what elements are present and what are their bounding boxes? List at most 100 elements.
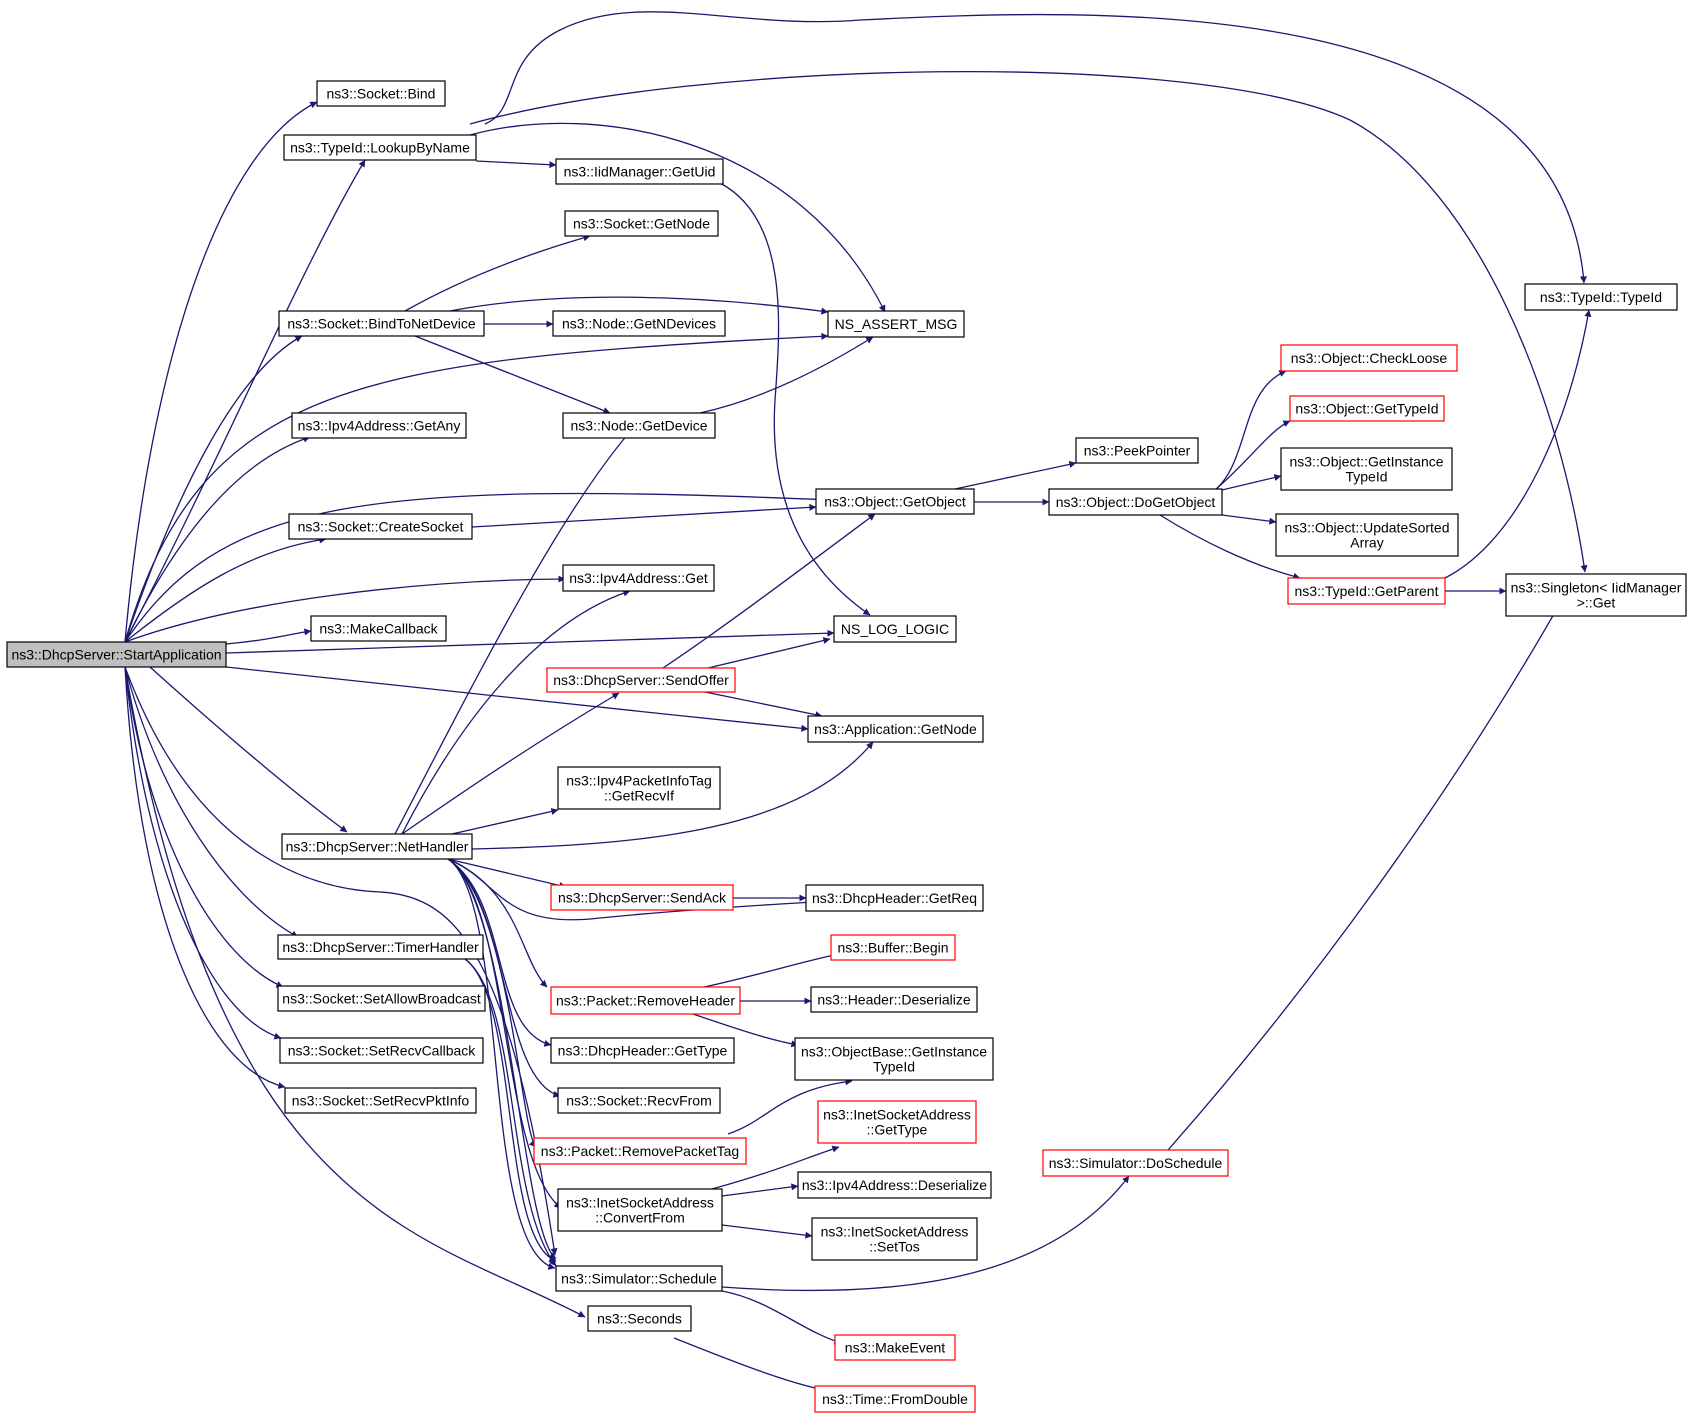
node-box xyxy=(1048,488,1223,516)
node-box xyxy=(1289,395,1445,422)
node-label: ns3::TypeId::LookupByName xyxy=(290,140,470,156)
node-removepackettag[interactable]: ns3::Packet::RemovePacketTag xyxy=(533,1137,747,1165)
node-box xyxy=(1275,513,1459,557)
node-getany[interactable]: ns3::Ipv4Address::GetAny xyxy=(291,412,467,439)
edge xyxy=(414,335,611,414)
node-makecallback[interactable]: ns3::MakeCallback xyxy=(310,615,447,642)
edge xyxy=(124,666,558,1256)
node-label: ns3::Application::GetNode xyxy=(814,721,977,737)
node-settos[interactable]: ns3::InetSocketAddress::SetTos xyxy=(811,1217,978,1261)
node-gettype[interactable]: ns3::DhcpHeader::GetType xyxy=(550,1037,735,1064)
edge xyxy=(469,122,886,313)
node-schedule[interactable]: ns3::Simulator::Schedule xyxy=(555,1265,723,1292)
node-sendack[interactable]: ns3::DhcpServer::SendAck xyxy=(550,884,734,911)
node-box xyxy=(310,615,447,642)
node-singleton[interactable]: ns3::Singleton< IidManager >::Get xyxy=(1505,573,1687,617)
node-getndevices[interactable]: ns3::Node::GetNDevices xyxy=(552,310,726,337)
node-inetgettype[interactable]: ns3::InetSocketAddress::GetType xyxy=(817,1100,977,1144)
node-label: ns3::Socket::Bind xyxy=(327,86,436,102)
node-peekpointer[interactable]: ns3::PeekPointer xyxy=(1075,437,1199,464)
node-getrecvif[interactable]: ns3::Ipv4PacketInfoTag::GetRecvIf xyxy=(557,766,721,810)
node-lookup[interactable]: ns3::TypeId::LookupByName xyxy=(283,134,477,161)
node-label: ns3::InetSocketAddress xyxy=(566,1195,714,1211)
node-sendoffer[interactable]: ns3::DhcpServer::SendOffer xyxy=(546,667,736,693)
node-box xyxy=(833,615,957,643)
edge xyxy=(447,858,548,988)
node-label: ns3::Singleton< IidManager xyxy=(1511,580,1682,596)
node-appgetnode[interactable]: ns3::Application::GetNode xyxy=(807,715,984,743)
node-ipv4get[interactable]: ns3::Ipv4Address::Get xyxy=(562,564,715,592)
node-box xyxy=(555,158,724,185)
edge xyxy=(721,1175,1130,1292)
node-root[interactable]: ns3::DhcpServer::StartApplication xyxy=(6,641,227,668)
node-gettypeid[interactable]: ns3::Object::GetTypeId xyxy=(1289,395,1445,422)
node-ipv4deser[interactable]: ns3::Ipv4Address::Deserialize xyxy=(797,1171,992,1199)
node-box xyxy=(550,884,734,911)
node-assert[interactable]: NS_ASSERT_MSG xyxy=(827,310,965,338)
node-seconds[interactable]: ns3::Seconds xyxy=(587,1305,692,1332)
node-recvfrom[interactable]: ns3::Socket::RecvFrom xyxy=(557,1087,721,1114)
node-getuid[interactable]: ns3::IidManager::GetUid xyxy=(555,158,724,185)
node-label: ns3::Time::FromDouble xyxy=(822,1391,968,1407)
edge xyxy=(1221,514,1277,525)
node-getdevice[interactable]: ns3::Node::GetDevice xyxy=(562,412,716,439)
node-removeheader[interactable]: ns3::Packet::RemoveHeader xyxy=(550,986,741,1015)
node-label: ns3::Ipv4Address::GetAny xyxy=(298,418,461,434)
node-timerhandler[interactable]: ns3::DhcpServer::TimerHandler xyxy=(277,934,484,960)
node-bindtonet[interactable]: ns3::Socket::BindToNetDevice xyxy=(278,310,485,337)
node-makeevent[interactable]: ns3::MakeEvent xyxy=(834,1334,956,1361)
edge xyxy=(699,336,874,414)
node-box xyxy=(279,1037,484,1064)
node-fromdouble[interactable]: ns3::Time::FromDouble xyxy=(814,1385,976,1413)
node-label: ns3::DhcpServer::SendAck xyxy=(558,890,727,906)
node-box xyxy=(546,667,736,693)
node-bufferbegin[interactable]: ns3::Buffer::Begin xyxy=(830,934,956,961)
node-label: ns3::Object::CheckLoose xyxy=(1291,350,1448,366)
node-label: ns3::ObjectBase::GetInstance xyxy=(801,1044,987,1060)
edge xyxy=(1444,309,1592,579)
node-box xyxy=(278,310,485,337)
node-createsocket[interactable]: ns3::Socket::CreateSocket xyxy=(288,513,473,540)
edge xyxy=(447,858,556,1270)
node-typeid[interactable]: ns3::TypeId::TypeId xyxy=(1524,283,1678,311)
node-setrecvcallback[interactable]: ns3::Socket::SetRecvCallback xyxy=(279,1037,484,1064)
node-label: ns3::Header::Deserialize xyxy=(817,992,971,1008)
node-bind[interactable]: ns3::Socket::Bind xyxy=(316,80,446,107)
edge xyxy=(1214,370,1287,491)
node-label: ns3::IidManager::GetUid xyxy=(564,164,716,180)
edge xyxy=(401,589,631,835)
node-dogetobject[interactable]: ns3::Object::DoGetObject xyxy=(1048,488,1223,516)
node-checkloose[interactable]: ns3::Object::CheckLoose xyxy=(1280,344,1458,372)
edge xyxy=(225,629,835,654)
edge xyxy=(727,1078,853,1135)
node-nethandler[interactable]: ns3::DhcpServer::NetHandler xyxy=(281,833,473,860)
node-nslog[interactable]: NS_LOG_LOGIC xyxy=(833,615,957,643)
node-box xyxy=(827,310,965,338)
node-headerdeser[interactable]: ns3::Header::Deserialize xyxy=(810,986,978,1013)
node-box xyxy=(1280,447,1453,491)
node-box xyxy=(587,1305,692,1332)
node-label: ns3::DhcpHeader::GetReq xyxy=(812,890,977,906)
node-setrecvpktinfo[interactable]: ns3::Socket::SetRecvPktInfo xyxy=(284,1087,477,1114)
node-setallowbroadcast[interactable]: ns3::Socket::SetAllowBroadcast xyxy=(277,985,486,1012)
node-label: ns3::InetSocketAddress xyxy=(821,1224,969,1240)
node-label: ns3::Socket::SetAllowBroadcast xyxy=(282,991,481,1007)
node-label: ns3::Object::GetInstance xyxy=(1289,454,1443,470)
node-getobject[interactable]: ns3::Object::GetObject xyxy=(815,488,975,515)
edge xyxy=(704,691,823,719)
node-box xyxy=(807,715,984,743)
node-getparent[interactable]: ns3::TypeId::GetParent xyxy=(1287,577,1446,605)
node-label: ns3::DhcpServer::NetHandler xyxy=(286,839,469,855)
node-label: ns3::Object::DoGetObject xyxy=(1056,494,1216,510)
node-doschedule[interactable]: ns3::Simulator::DoSchedule xyxy=(1042,1149,1229,1177)
edge xyxy=(124,666,586,1318)
edge xyxy=(447,858,537,1148)
node-getreq[interactable]: ns3::DhcpHeader::GetReq xyxy=(805,884,984,912)
node-sockgetnode[interactable]: ns3::Socket::GetNode xyxy=(564,210,719,237)
node-convertfrom[interactable]: ns3::InetSocketAddress::ConvertFrom xyxy=(557,1188,723,1232)
node-label: ::GetType xyxy=(867,1122,928,1138)
node-label: ns3::Buffer::Begin xyxy=(837,940,948,956)
